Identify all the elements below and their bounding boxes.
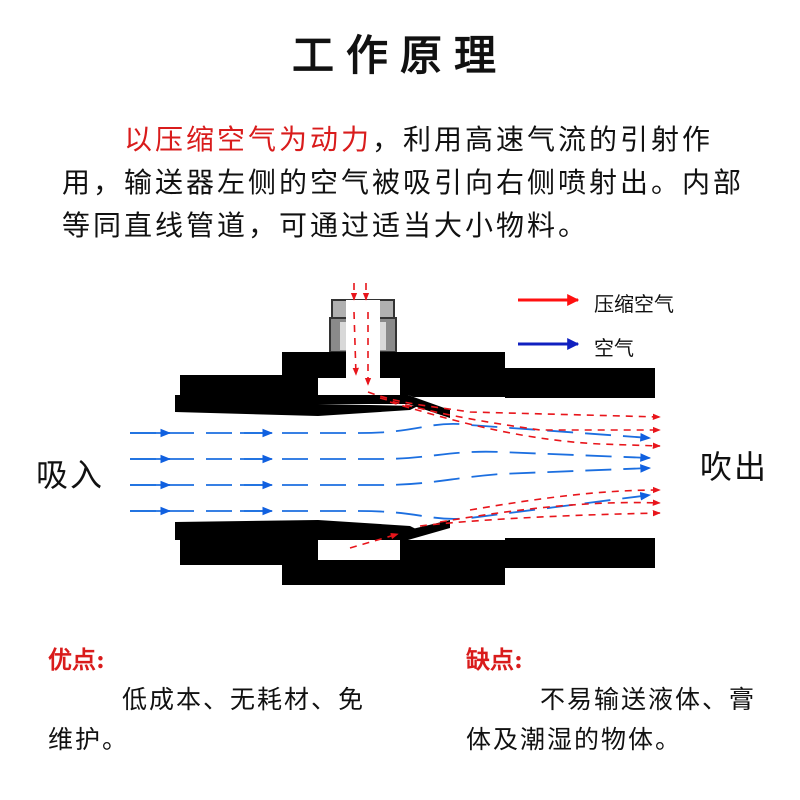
cons-heading: 缺点: — [466, 645, 523, 674]
legend-compressed-label: 压缩空气 — [594, 292, 674, 316]
air-flow-arrows — [130, 428, 274, 516]
intro-paragraph: 以压缩空气为动力，利用高速气流的引射作用，输送器左侧的空气被吸引向右侧喷射出。内… — [62, 118, 762, 247]
pros-heading: 优点: — [48, 645, 105, 674]
conveyor-diagram — [130, 283, 661, 585]
cons-text: 不易输送液体、膏体及潮湿的物体。 — [466, 685, 757, 754]
legend-air-label: 空气 — [594, 336, 634, 360]
air-fitting — [329, 299, 397, 390]
outlet-label: 吹出 — [700, 448, 769, 486]
intro-highlight: 以压缩空气为动力 — [124, 123, 373, 156]
page-title: 工作原理 — [291, 31, 508, 80]
intro-text: ，利用高速气流的引射作用，输送器左侧的空气被吸引向右侧喷射出。内部等同直线管道，… — [62, 123, 745, 242]
legend — [518, 294, 580, 350]
air-flow-lines — [130, 422, 652, 520]
inlet-label: 吸入 — [36, 456, 105, 494]
pros-text: 低成本、无耗材、免维护。 — [48, 685, 366, 754]
compressed-air-flow — [349, 283, 661, 549]
